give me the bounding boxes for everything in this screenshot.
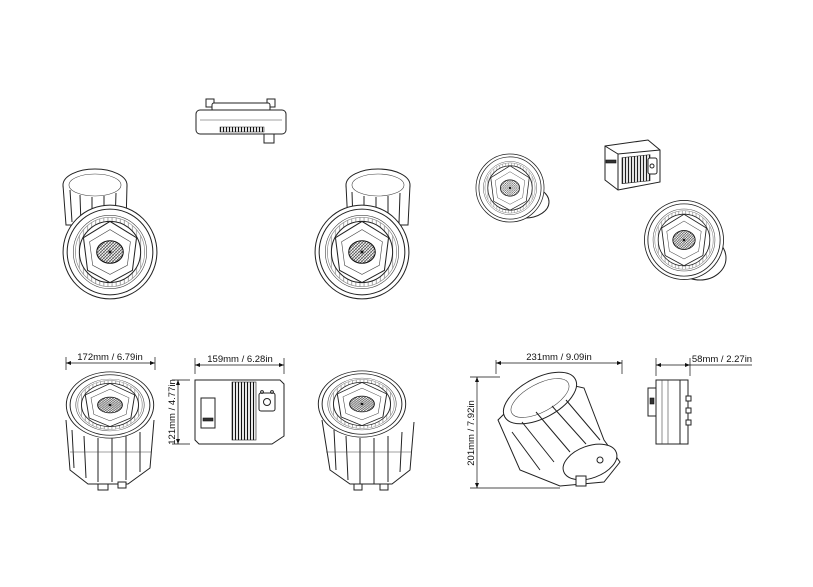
dim-controller-depth: 58mm / 2.27in (655, 354, 752, 376)
controller-top-view (195, 98, 287, 144)
controller-side-dimensioned (647, 379, 692, 445)
dim-speaker-width-label: 172mm / 6.79in (77, 352, 142, 363)
speaker-front-lower (317, 370, 415, 491)
speaker-front-perspective (644, 200, 727, 281)
dim-speaker-side-height: 201mm / 7.92in (466, 376, 560, 489)
speaker-perspective-left (62, 168, 158, 300)
speaker-side-dimensioned (497, 371, 621, 487)
dim-speaker-side-width-label: 231mm / 9.09in (526, 352, 591, 363)
dim-speaker-side-width: 231mm / 9.09in (495, 352, 623, 374)
speaker-front-dimensioned (65, 371, 155, 491)
controller-perspective (604, 139, 661, 191)
speaker-perspective-center (314, 168, 411, 300)
dim-speaker-side-height-label: 201mm / 7.92in (466, 400, 477, 465)
speaker-small-perspective (475, 153, 550, 223)
dim-controller-height: 121mm / 4.77in (167, 379, 190, 445)
dim-controller-height-label: 121mm / 4.77in (167, 379, 178, 444)
dim-controller-depth-label: 58mm / 2.27in (692, 354, 752, 365)
controller-front-dimensioned (194, 379, 285, 445)
dim-controller-width-label: 159mm / 6.28in (207, 354, 272, 365)
dim-speaker-width: 172mm / 6.79in (65, 352, 156, 370)
dim-controller-width: 159mm / 6.28in (194, 354, 285, 374)
